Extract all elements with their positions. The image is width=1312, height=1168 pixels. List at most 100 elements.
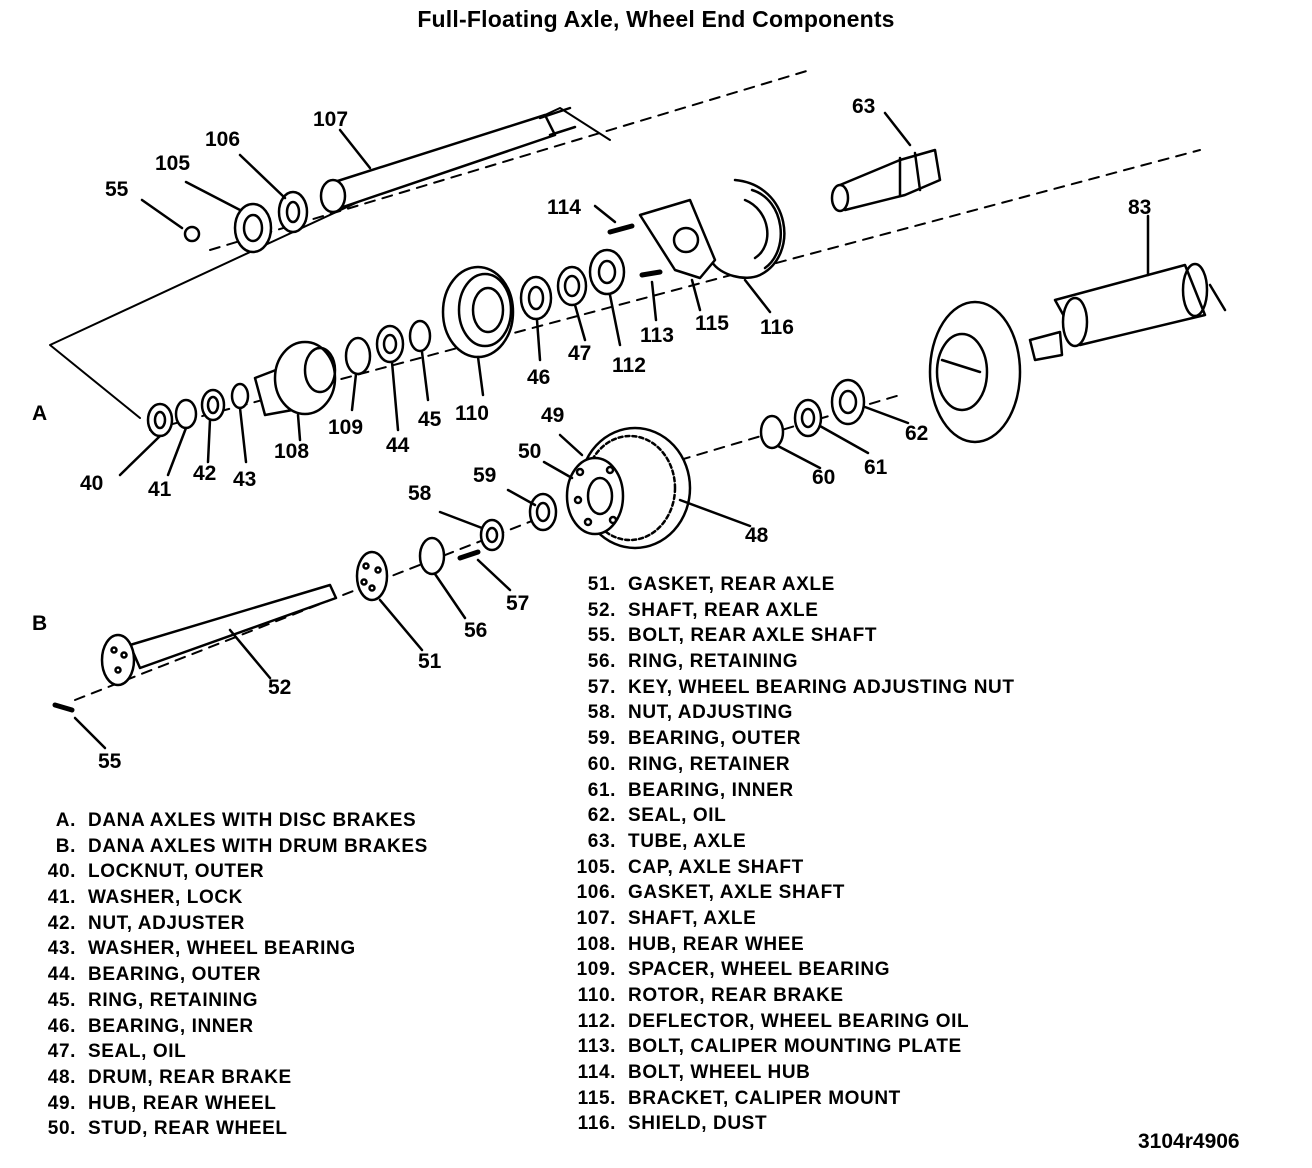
part-51-gasket	[355, 550, 389, 602]
legend-item: 43. WASHER, WHEEL BEARING	[36, 936, 428, 962]
legend-text: DRUM, REAR BRAKE	[88, 1066, 292, 1088]
callout-51: 51	[418, 650, 442, 673]
legend-key: B.	[55, 835, 76, 857]
part-49-hub	[565, 456, 625, 536]
legend-key: A.	[55, 810, 76, 831]
legend-item: 52.SHAFT, REAR AXLE	[574, 598, 1015, 624]
panel-a-outline	[49, 107, 611, 419]
legend-text: SHIELD, DUST	[628, 1113, 768, 1135]
legend-key: 108.	[576, 933, 616, 955]
legend-text: DANA AXLES WITH DISC BRAKES	[88, 810, 417, 831]
callout-56: 56	[464, 619, 487, 642]
legend-key: 55.	[587, 625, 616, 647]
callout-57: 57	[506, 592, 529, 615]
legend-text: RING, RETAINING	[628, 651, 799, 673]
part-115-bracket	[638, 198, 717, 280]
part-106-gasket	[277, 190, 309, 234]
legend-item: 105.CAP, AXLE SHAFT	[574, 855, 1015, 881]
part-55-bolt-top	[183, 225, 201, 243]
legend-key: 44.	[47, 964, 76, 986]
callout-109: 109	[328, 416, 363, 439]
part-108-hub	[253, 340, 337, 417]
legend-text: STUD, REAR WHEEL	[88, 1118, 288, 1140]
callout-116: 116	[760, 316, 794, 339]
legend-item: 40.LOCKNUT, OUTER	[36, 859, 428, 885]
legend-text: HUB, REAR WHEEL	[88, 1092, 277, 1114]
legend-text: DANA AXLES WITH DRUM BRAKES	[88, 835, 428, 857]
legend-text: ROTOR, REAR BRAKE	[628, 985, 844, 1006]
part-47-seal	[556, 265, 588, 307]
legend-key: 63.	[587, 830, 616, 852]
legend-text: LOCKNUT, OUTER	[88, 861, 265, 883]
callout-107: 107	[313, 108, 348, 131]
part-110-rotor	[441, 265, 515, 359]
legend-key: 105.	[576, 856, 616, 878]
legend-item: 106.GASKET, AXLE SHAFT	[574, 880, 1015, 906]
legend-item: 110. ROTOR, REAR BRAKE	[574, 983, 1015, 1009]
callout-58: 58	[408, 482, 432, 505]
legend-key: 57.	[587, 676, 616, 698]
part-105-cap	[233, 202, 273, 254]
legend-text: SEAL, OIL	[88, 1041, 187, 1063]
legend-item: 114.BOLT, WHEEL HUB	[574, 1060, 1015, 1086]
legend-item: 46.BEARING, INNER	[36, 1014, 428, 1040]
legend-item: 61.BEARING, INNER	[574, 778, 1015, 804]
legend-text: DEFLECTOR, WHEEL BEARING OIL	[628, 1010, 970, 1032]
legend-text: SEAL, OIL	[628, 805, 727, 827]
legend-text: GASKET, REAR AXLE	[628, 574, 835, 595]
legend-text: SHAFT, AXLE	[628, 907, 757, 929]
part-58-nut	[479, 518, 505, 552]
legend-key: 43.	[47, 938, 76, 960]
callout-42: 42	[193, 462, 216, 485]
legend-text: BEARING, OUTER	[628, 728, 802, 750]
centerline-drum	[679, 394, 901, 461]
callout-47: 47	[568, 342, 591, 365]
legend-text: BRACKET, CALIPER MOUNT	[628, 1087, 901, 1109]
legend-item: 47.SEAL, OIL	[36, 1039, 428, 1065]
legend-item: 112.DEFLECTOR, WHEEL BEARING OIL	[574, 1009, 1015, 1035]
part-42-nut	[200, 388, 226, 422]
legend-item: 107.SHAFT, AXLE	[574, 906, 1015, 932]
legend-key: 49.	[47, 1092, 76, 1114]
legend-text: WASHER, WHEEL BEARING	[88, 938, 356, 960]
part-57-key	[457, 549, 481, 561]
callout-43: 43	[233, 468, 256, 491]
legend-key: 110.	[577, 985, 616, 1006]
callout-110: 110	[455, 402, 489, 425]
part-52-shaft	[100, 583, 338, 687]
legend-item: 45.RING, RETAINING	[36, 988, 428, 1014]
part-61-bearing	[793, 398, 823, 438]
legend-text: BOLT, REAR AXLE SHAFT	[628, 625, 878, 647]
callout-46: 46	[527, 366, 550, 389]
callout-40: 40	[80, 472, 103, 495]
part-44-bearing	[375, 324, 405, 364]
legend-item: 56.RING, RETAINING	[574, 649, 1015, 675]
section-label-b: B	[32, 612, 47, 635]
part-114-bolt	[607, 223, 635, 235]
part-55-bolt-bottom	[52, 702, 75, 713]
legend-item: 41.WASHER, LOCK	[36, 885, 428, 911]
legend-item: 108.HUB, REAR WHEE	[574, 932, 1015, 958]
part-46-bearing	[519, 275, 553, 321]
callout-59: 59	[473, 464, 496, 487]
callout-106: 106	[205, 128, 240, 151]
part-56-ring	[418, 536, 446, 576]
legend-key: 48.	[47, 1066, 76, 1088]
legend-item: 113.BOLT, CALIPER MOUNTING PLATE	[574, 1034, 1015, 1060]
legend-item: 115. BRACKET, CALIPER MOUNT	[574, 1086, 1015, 1112]
legend-item: 63.TUBE, AXLE	[574, 829, 1015, 855]
callout-55-bottom: 55	[98, 750, 122, 773]
legend-item: 49. HUB, REAR WHEEL	[36, 1091, 428, 1117]
legend-item: B. DANA AXLES WITH DRUM BRAKES	[36, 834, 428, 860]
legend-key: 50.	[47, 1118, 76, 1140]
legend-key: 115.	[577, 1087, 616, 1109]
legend-item: 60.RING, RETAINER	[574, 752, 1015, 778]
callout-105: 105	[155, 152, 190, 175]
legend-item: A. DANA AXLES WITH DISC BRAKES	[36, 808, 428, 834]
callout-113: 113	[640, 324, 674, 347]
legend-key: 51.	[587, 574, 616, 595]
legend-key: 42.	[47, 912, 76, 934]
legend-key: 41.	[47, 887, 76, 909]
legend-key: 46.	[47, 1015, 76, 1037]
part-41-washer	[174, 398, 198, 430]
